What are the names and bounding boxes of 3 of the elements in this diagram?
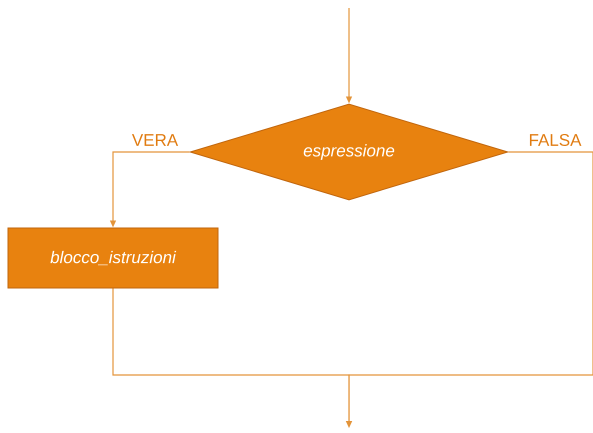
edge-label: FALSA bbox=[528, 132, 582, 148]
process-box: blocco_istruzioni bbox=[8, 228, 218, 288]
edge-label: VERA bbox=[130, 133, 180, 147]
